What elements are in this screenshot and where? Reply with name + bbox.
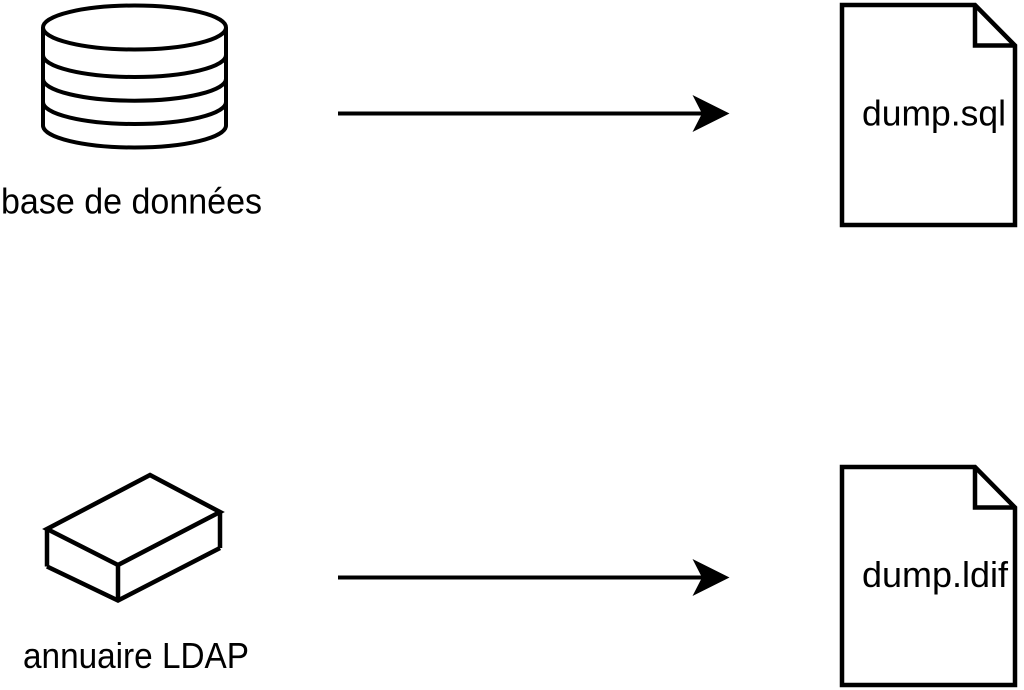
file-dump-sql-icon (839, 2, 1018, 228)
label-dump-sql: dump.sql (862, 93, 1006, 134)
label-ldap: annuaire LDAP (23, 635, 249, 676)
cylinder-disk-arc (41, 78, 228, 103)
arrow-top (338, 95, 730, 132)
document-outline (839, 2, 1018, 228)
cylinder-disk-arc (41, 54, 228, 79)
box-bottom-edges (46, 545, 222, 604)
document-outline (839, 464, 1018, 688)
arrow-bottom (338, 559, 730, 596)
cylinder-top-ellipse (41, 3, 228, 52)
file-dump-ldif-icon (839, 464, 1018, 688)
arrow-bottom-head (692, 559, 730, 596)
label-dump-ldif: dump.ldif (862, 554, 1009, 595)
label-database: base de données (1, 181, 262, 222)
box-top-face (42, 472, 225, 568)
ldap-box-icon (42, 472, 225, 604)
document-fold-corner (972, 467, 1015, 510)
cylinder-disk-arc (41, 101, 228, 126)
database-cylinder-icon (41, 3, 228, 150)
cylinder-disk-arc (41, 125, 228, 150)
document-fold-corner (972, 5, 1015, 48)
arrow-top-head (692, 95, 730, 132)
